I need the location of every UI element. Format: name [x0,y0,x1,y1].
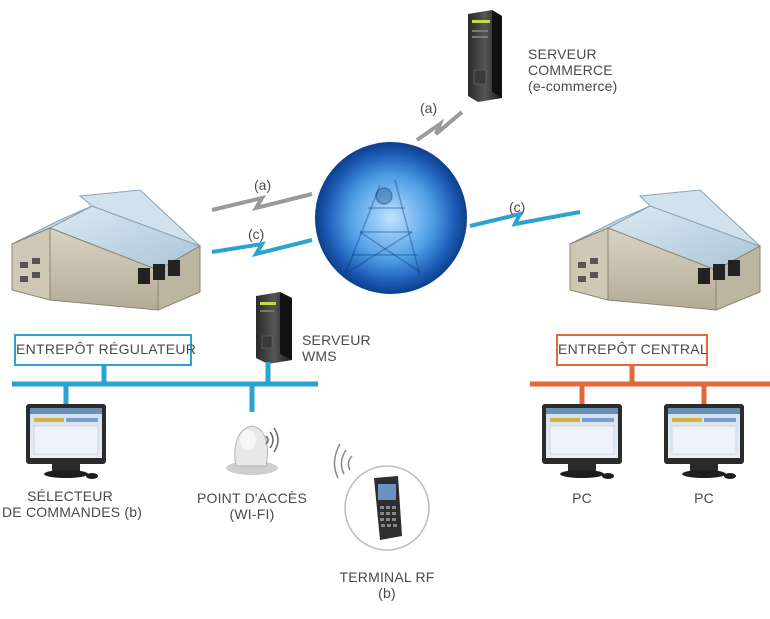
network-globe [307,134,475,302]
pc-1-monitor-icon [542,404,622,479]
rf-terminal-label-line1: TERMINAL RF [339,569,435,585]
link-a-top [415,110,464,142]
rf-terminal-label: TERMINAL RF (b) [336,569,438,601]
link-a-left-label: (a) [254,177,272,193]
wifi-waves-icon [265,427,279,453]
access-point-label-line1: POINT D'ACCÈS [196,490,308,506]
order-selector-monitor-icon [26,404,106,479]
access-point-label: POINT D'ACCÈS (WI-FI) [196,490,308,522]
commerce-server-icon [468,10,502,102]
central-warehouse-label: ENTREPÔT CENTRAL [556,334,708,366]
rf-terminal-icon [333,443,430,551]
order-selector-label-line1: SÉLECTEUR [27,488,113,504]
order-selector-label: SÉLECTEUR DE COMMANDES (b) [2,488,143,520]
regulator-warehouse-building [11,189,202,311]
pc-2-label: PC [694,490,714,506]
wms-server-label: SERVEUR WMS [302,332,371,364]
wms-server-label-line2: WMS [302,348,337,364]
commerce-server-label-line2: COMMERCE [528,62,613,78]
pc-2-monitor-icon [664,404,744,479]
central-warehouse-building [569,189,762,311]
link-c-left-label: (c) [248,226,265,242]
order-selector-label-line2: DE COMMANDES (b) [2,504,143,520]
wms-server-icon [256,292,292,364]
central-lan-bus [530,364,770,406]
access-point-label-line2: (WI-FI) [229,506,275,522]
link-a-top-label: (a) [420,100,438,116]
link-c-right [469,210,581,228]
link-c-right-label: (c) [509,199,526,215]
pc-1-label: PC [572,490,592,506]
globe-tower-silhouette [344,179,421,276]
wms-server-label-line1: SERVEUR [302,332,371,348]
commerce-server-label-line3: (e-commerce) [528,78,618,94]
link-c-left [211,238,313,258]
rf-terminal-label-line2: (b) [378,585,396,601]
commerce-server-label-line1: SERVEUR [528,46,597,62]
commerce-server-label: SERVEUR COMMERCE (e-commerce) [528,46,618,94]
access-point-icon [226,425,279,475]
link-a-left [211,192,313,212]
rf-signal-waves-icon [333,443,353,479]
regulator-warehouse-label: ENTREPÔT RÉGULATEUR [14,334,196,366]
